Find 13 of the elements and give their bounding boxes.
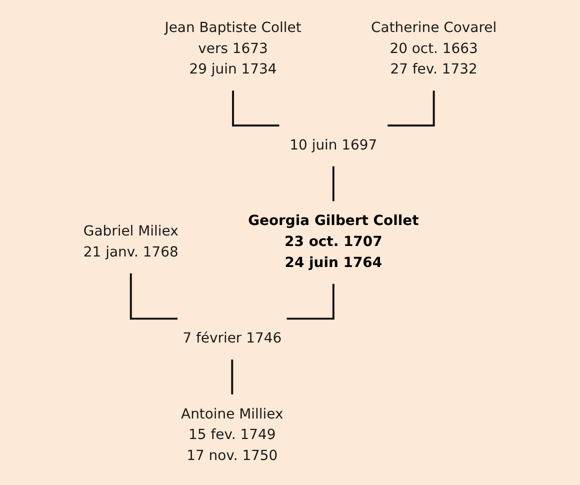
connector xyxy=(286,284,334,320)
connector xyxy=(231,360,234,396)
node-text: Gabriel Miliex 21 janv. 1768 xyxy=(83,224,178,260)
connector xyxy=(388,90,435,126)
node-text: Antoine Milliex 15 fev. 1749 17 nov. 1750 xyxy=(181,406,284,464)
node-text: Jean Baptiste Collet vers 1673 29 juin 1734 xyxy=(164,20,302,78)
node-text: 7 février 1746 xyxy=(182,330,282,347)
connector xyxy=(232,90,280,126)
connector xyxy=(130,273,178,320)
node-text: Catherine Covarel 20 oct. 1663 27 fev. 1732 xyxy=(371,20,497,78)
node-text: 10 juin 1697 xyxy=(290,137,378,154)
node-text: Georgia Gilbert Collet 23 oct. 1707 24 juin 1764 xyxy=(248,213,419,271)
connector xyxy=(332,166,334,202)
